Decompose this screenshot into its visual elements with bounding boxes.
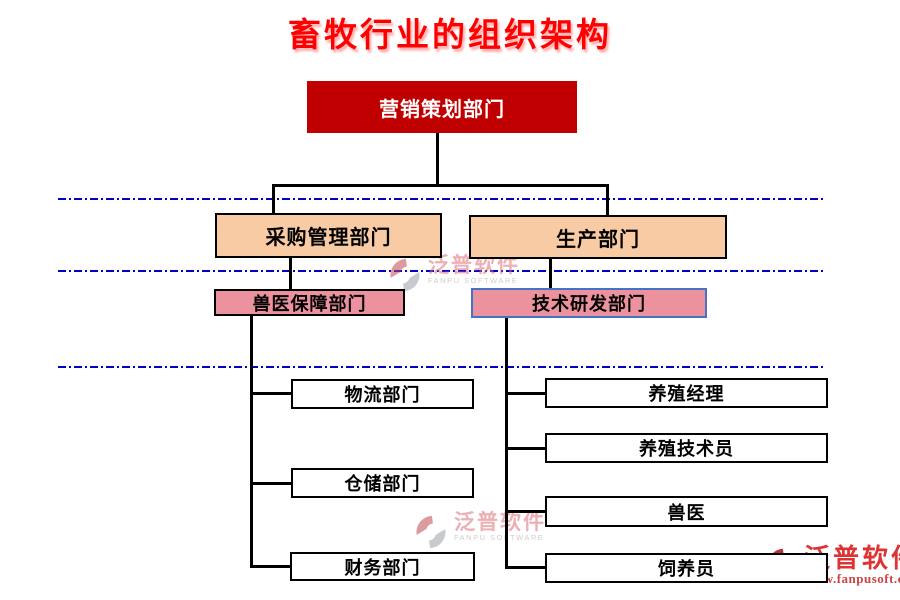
org-node-logistics: 物流部门 [291, 379, 474, 409]
dashed-separator-2 [58, 270, 826, 272]
watermark-url: www.fanpusoft.com [804, 571, 900, 587]
page-title: 畜牧行业的组织架构 [288, 16, 612, 53]
org-node-finance: 财务部门 [290, 552, 475, 581]
connector-stub-breeding-manager [505, 392, 546, 395]
connector-stub-warehouse [250, 482, 292, 485]
connector-stub-breeding-technician [505, 447, 546, 450]
org-node-production: 生产部门 [469, 215, 727, 259]
connector-stub-finance [250, 565, 291, 568]
connector-left-spine [250, 316, 253, 568]
connector-root-down [436, 132, 439, 185]
fanpu-logo-icon [390, 258, 420, 292]
connector-production-to-rd [549, 259, 552, 289]
watermark-center-lower: 泛普软件 FANPU SOFTWARE [412, 511, 546, 552]
connector-right-spine [505, 318, 508, 568]
connector-to-production [606, 184, 609, 216]
org-node-veterinarian: 兽医 [545, 496, 828, 527]
org-node-breeding-technician: 养殖技术员 [545, 433, 828, 463]
connector-stub-feeder [505, 566, 546, 569]
dashed-separator-1 [58, 198, 826, 200]
connector-stub-logistics [250, 392, 292, 395]
watermark-center-upper: 泛普软件 FANPU SOFTWARE [386, 254, 520, 295]
connector-stub-veterinarian [505, 510, 546, 513]
org-node-warehouse: 仓储部门 [291, 468, 474, 498]
org-node-vet-support: 兽医保障部门 [214, 289, 405, 316]
dashed-separator-3 [58, 366, 826, 368]
connector-to-procurement [272, 184, 275, 214]
watermark-brand: 泛普软件 [454, 511, 546, 534]
connector-branch-horizontal [272, 184, 609, 187]
fanpu-logo-icon [416, 515, 446, 549]
watermark-brand-en: FANPU SOFTWARE [454, 533, 545, 543]
watermark-brand-en: FANPU SOFTWARE [428, 276, 519, 286]
org-node-marketing: 营销策划部门 [307, 81, 577, 133]
org-node-procurement: 采购管理部门 [215, 213, 442, 258]
org-node-breeding-manager: 养殖经理 [545, 378, 828, 408]
org-node-feeder: 饲养员 [545, 553, 828, 583]
org-node-tech-rd: 技术研发部门 [471, 288, 707, 318]
watermark-brand: 泛普软件 [428, 254, 520, 277]
connector-procurement-to-vet [289, 258, 292, 289]
